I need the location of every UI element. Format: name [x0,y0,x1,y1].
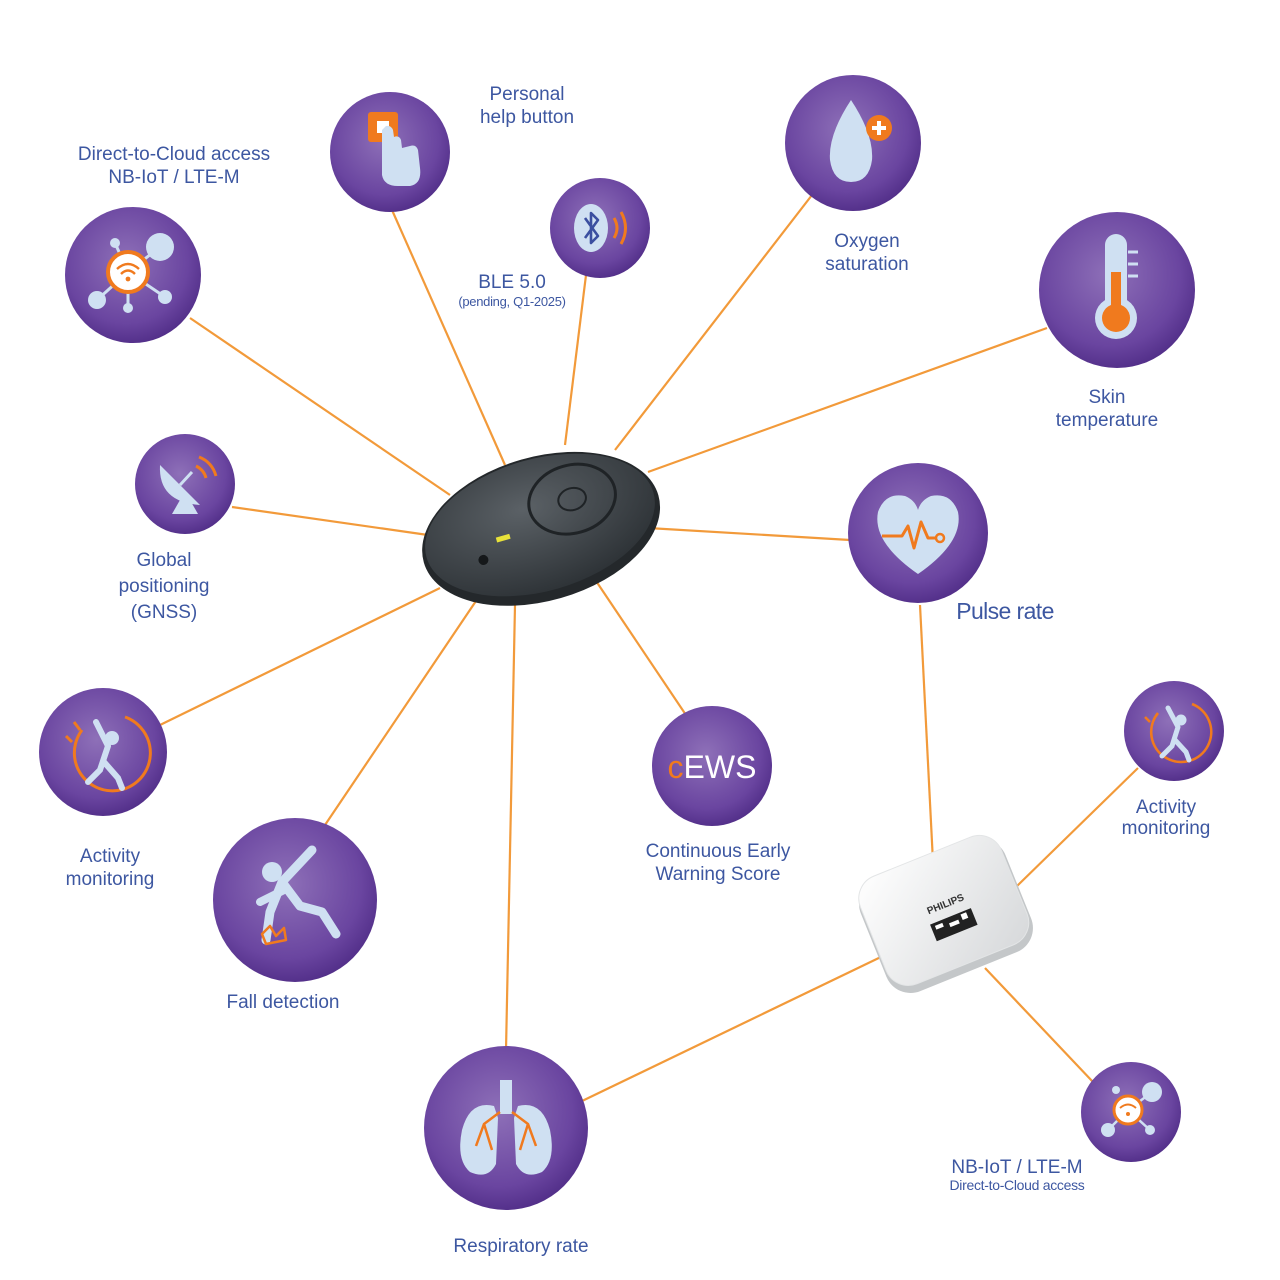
nbiot-right-line2: Direct-to-Cloud access [949,1177,1085,1193]
activity-figure-icon [1144,702,1213,764]
pulse-line1: Pulse rate [956,598,1054,624]
skin-temp-line2: temperature [1055,410,1159,431]
line-ble [563,274,588,446]
line-cews [589,571,689,719]
line-pulse [647,526,851,542]
gnss-line2: positioning [118,576,210,597]
heart-pulse-icon [877,495,959,574]
respiratory-badge [424,1046,588,1210]
label-ble: BLE 5.0 (pending, Q1-2025) [458,271,566,309]
line-help [390,209,507,466]
feature-skin-temp [1039,212,1195,368]
line-activity-right [1014,767,1139,889]
label-cews: Continuous Early Warning Score [646,840,791,886]
feature-personal-help [330,92,450,212]
line-cloud [189,317,451,496]
label-gnss: Global positioning (GNSS) [119,548,210,626]
line-pulse-philips [918,604,935,863]
cews-badge [652,706,772,826]
cloud-network-icon [1101,1082,1162,1137]
activity-left-line1: Activity [79,846,141,867]
cews-line2: Warning Score [655,864,781,885]
feature-direct-cloud [65,207,201,343]
white-philips-sensor-icon: PHILIPS [858,834,1033,994]
line-gnss [231,505,429,537]
feature-fall [213,818,377,982]
feature-activity-right [1124,681,1224,781]
main-device [422,451,661,606]
feature-ble [550,178,650,278]
lungs-icon [460,1080,552,1175]
feature-pulse [848,463,988,603]
label-oxygen: Oxygen saturation [825,230,908,276]
line-oxygen [614,194,813,451]
oxygen-drop-icon [829,100,892,182]
activity-left-line2: monitoring [65,869,155,890]
thermometer-icon [1095,234,1138,339]
personal-help-line2: help button [479,107,575,128]
label-nbiot-right: NB-IoT / LTE-M Direct-to-Cloud access [950,1157,1085,1193]
gnss-line1: Global [136,550,192,571]
label-respiratory: Respiratory rate [453,1235,588,1258]
label-fall: Fall detection [226,991,339,1014]
label-pulse: Pulse rate [956,598,1054,624]
gray-wearable-patch-icon [422,451,661,606]
fall-line1: Fall detection [226,992,340,1013]
respiratory-line1: Respiratory rate [453,1236,589,1257]
activity-right-line1: Activity [1135,797,1197,818]
connector-lines [159,194,1139,1103]
activity-figure-icon [64,715,152,793]
activity-right-line2: monitoring [1121,818,1211,839]
gnss-badge [135,434,235,534]
direct-cloud-line2: NB-IoT / LTE-M [108,167,240,188]
ble-line1: BLE 5.0 [478,272,546,293]
feature-nbiot-right [1081,1062,1181,1162]
cews-line1: Continuous Early [645,841,791,862]
label-skin-temp: Skin temperature [1056,386,1158,432]
satellite-dish-icon [159,455,218,514]
bluetooth-icon [574,204,627,252]
label-activity-left: Activity monitoring [66,845,155,891]
oxygen-line1: Oxygen [834,231,900,252]
line-skin [647,326,1048,474]
cews-icon: cEWS [668,749,757,785]
line-resp-philips [579,954,886,1103]
help-button-icon [368,112,421,186]
philips-device: PHILIPS [858,834,1033,994]
line-nbiot-right [984,967,1094,1083]
label-personal-help: Personal help button [480,83,574,129]
oxygen-line2: saturation [825,254,909,275]
cloud-network-icon [88,233,174,313]
skin-temp-line1: Skin [1088,387,1126,408]
feature-activity-left [39,688,167,816]
label-direct-cloud: Direct-to-Cloud access NB-IoT / LTE-M [78,143,270,189]
ble-line2: (pending, Q1-2025) [458,294,566,309]
falling-person-icon [256,845,341,946]
line-resp [504,604,517,1051]
line-activity-left [159,587,441,726]
feature-oxygen [785,75,921,211]
feature-gnss [135,434,235,534]
nbiot-right-line1: NB-IoT / LTE-M [951,1157,1083,1178]
line-fall [324,597,479,826]
direct-cloud-line1: Direct-to-Cloud access [77,144,271,165]
cews-logo-c: c [668,749,684,785]
personal-help-line1: Personal [489,84,565,105]
cews-logo-rest: EWS [684,749,757,785]
activity-right-badge [1124,681,1224,781]
feature-respiratory [424,1046,588,1210]
label-activity-right: Activity monitoring [1122,797,1211,839]
feature-cews: cEWS [652,706,772,826]
gnss-line3: (GNSS) [130,602,198,623]
